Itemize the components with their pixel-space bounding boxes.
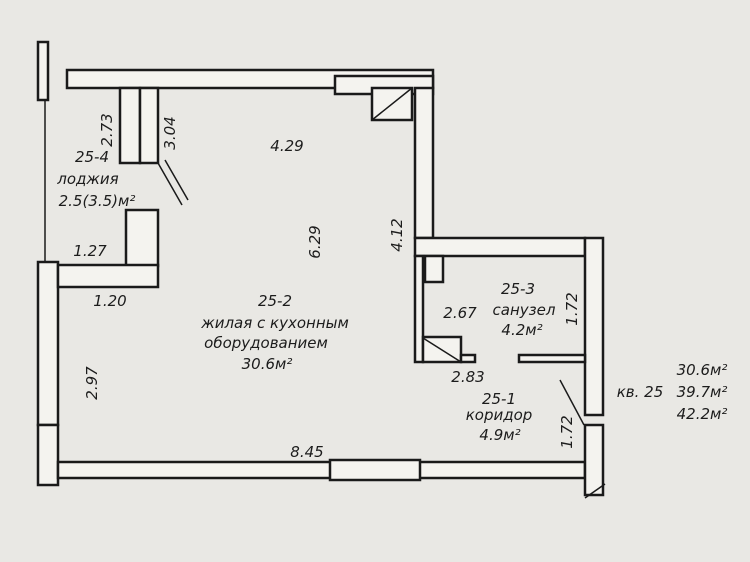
bath-wall-stub	[459, 353, 477, 364]
loggia-door	[157, 162, 183, 206]
bath-left-wall	[413, 254, 425, 364]
left-wall-pier	[36, 423, 60, 487]
loggia-lower-partition	[124, 208, 160, 268]
living-area: 30.6м²	[242, 355, 293, 373]
bath-right-wall	[583, 236, 605, 417]
loggia-door-2	[164, 159, 189, 201]
dim-left-lower: 2.97	[83, 366, 101, 400]
loggia-partition-inner	[138, 86, 160, 165]
dim-bath-height: 2.67	[443, 304, 477, 322]
bathtub-diagonal	[422, 337, 462, 363]
bath-top-wall	[413, 236, 587, 258]
dim-corridor-width: 2.83	[451, 368, 484, 386]
right-lower-column	[583, 423, 605, 497]
walls	[36, 40, 606, 499]
bath-shaft	[423, 254, 445, 284]
living-name-1: жилая с кухонным	[200, 314, 349, 332]
entrance-door	[559, 379, 585, 426]
living-name-2: оборудованием	[204, 334, 328, 352]
loggia-partition	[118, 86, 142, 165]
dim-partition-width: 1.20	[93, 292, 126, 310]
bath-id: 25-3	[501, 280, 535, 298]
bath-area: 4.2м²	[501, 321, 542, 339]
apartment-area-with-loggia: 42.2м²	[677, 405, 728, 423]
dim-bath-width: 1.72	[563, 292, 581, 325]
loggia-outer-wall-top	[36, 40, 50, 102]
window	[328, 458, 422, 482]
dim-bottom-width: 8.45	[290, 443, 323, 461]
loggia-name: лоджия	[56, 170, 118, 188]
labels: 2.73 3.04 4.29 25-4 лоджия 2.5(3.5)м² 1.…	[56, 113, 727, 461]
dim-loggia-depth: 3.04	[161, 116, 179, 149]
apartment-label: кв. 25	[617, 383, 664, 401]
corridor-name: коридор	[466, 406, 533, 424]
corridor-area: 4.9м²	[479, 426, 520, 444]
dim-corridor-height: 1.72	[558, 415, 576, 448]
apartment-area-total: 39.7м²	[677, 383, 728, 401]
middle-partition	[56, 263, 160, 289]
bottom-wall	[56, 460, 587, 480]
shaft-diagonal	[371, 87, 413, 121]
right-upper-wall	[413, 86, 435, 240]
bath-name: санузел	[493, 301, 556, 319]
apartment-area-living: 30.6м²	[677, 361, 728, 379]
column-hatch	[584, 483, 606, 499]
dim-loggia-height: 2.73	[98, 113, 116, 146]
loggia-id: 25-4	[75, 148, 109, 166]
dim-loggia-width: 1.27	[73, 242, 107, 260]
living-id: 25-2	[258, 292, 292, 310]
corridor-id: 25-1	[482, 390, 516, 408]
dim-room-depth: 6.29	[306, 225, 324, 258]
left-lower-wall	[36, 260, 60, 427]
bath-bottom-wall	[517, 353, 587, 364]
dim-top-width: 4.29	[270, 137, 303, 155]
loggia-area: 2.5(3.5)м²	[59, 192, 136, 210]
dim-right-upper: 4.12	[388, 218, 406, 251]
